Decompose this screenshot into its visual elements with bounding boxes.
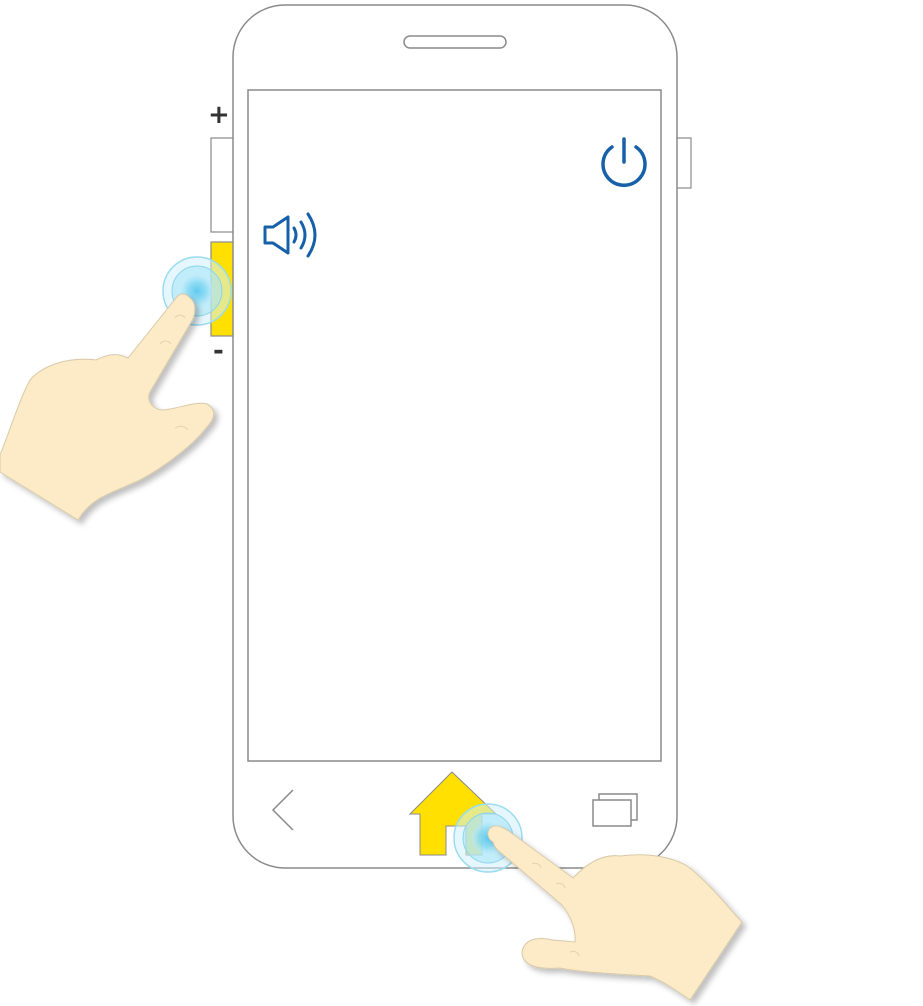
earpiece-speaker [403,35,507,49]
pointing-hand-left [0,293,215,521]
volume-up-label: + [208,100,230,130]
back-chevron-icon[interactable] [271,789,294,831]
volume-down-label: - [213,336,224,366]
recent-apps-icon[interactable] [592,793,638,827]
speaker-volume-icon [263,212,317,258]
pointing-hand-right [487,825,743,1001]
power-icon [601,137,647,187]
phone-screen[interactable] [247,89,662,762]
